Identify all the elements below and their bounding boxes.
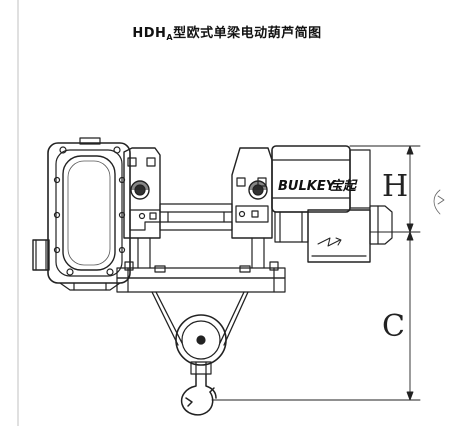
wire-ropes bbox=[151, 291, 249, 346]
dimension-lines bbox=[211, 145, 421, 401]
brand-logo-text: BULKEY bbox=[278, 179, 337, 194]
page-title: HDHA型欧式单梁电动葫芦简图 bbox=[0, 22, 454, 42]
pulley-block bbox=[175, 314, 227, 375]
right-trolley-plate bbox=[231, 147, 273, 239]
title-main: HDH bbox=[132, 26, 167, 41]
dimension-h-label: H bbox=[382, 169, 408, 204]
control-box bbox=[32, 137, 131, 291]
beam bbox=[159, 203, 233, 231]
dimension-c-label: C bbox=[382, 309, 405, 344]
crane-hook bbox=[180, 373, 217, 416]
title-subscript: A bbox=[166, 33, 174, 42]
edge-mark bbox=[433, 189, 445, 215]
hoist-frame bbox=[116, 237, 286, 293]
motor-housing bbox=[271, 145, 393, 263]
brand-logo-cn: 宝起 bbox=[330, 178, 358, 194]
title-rest: 型欧式单梁电动葫芦简图 bbox=[173, 26, 322, 41]
